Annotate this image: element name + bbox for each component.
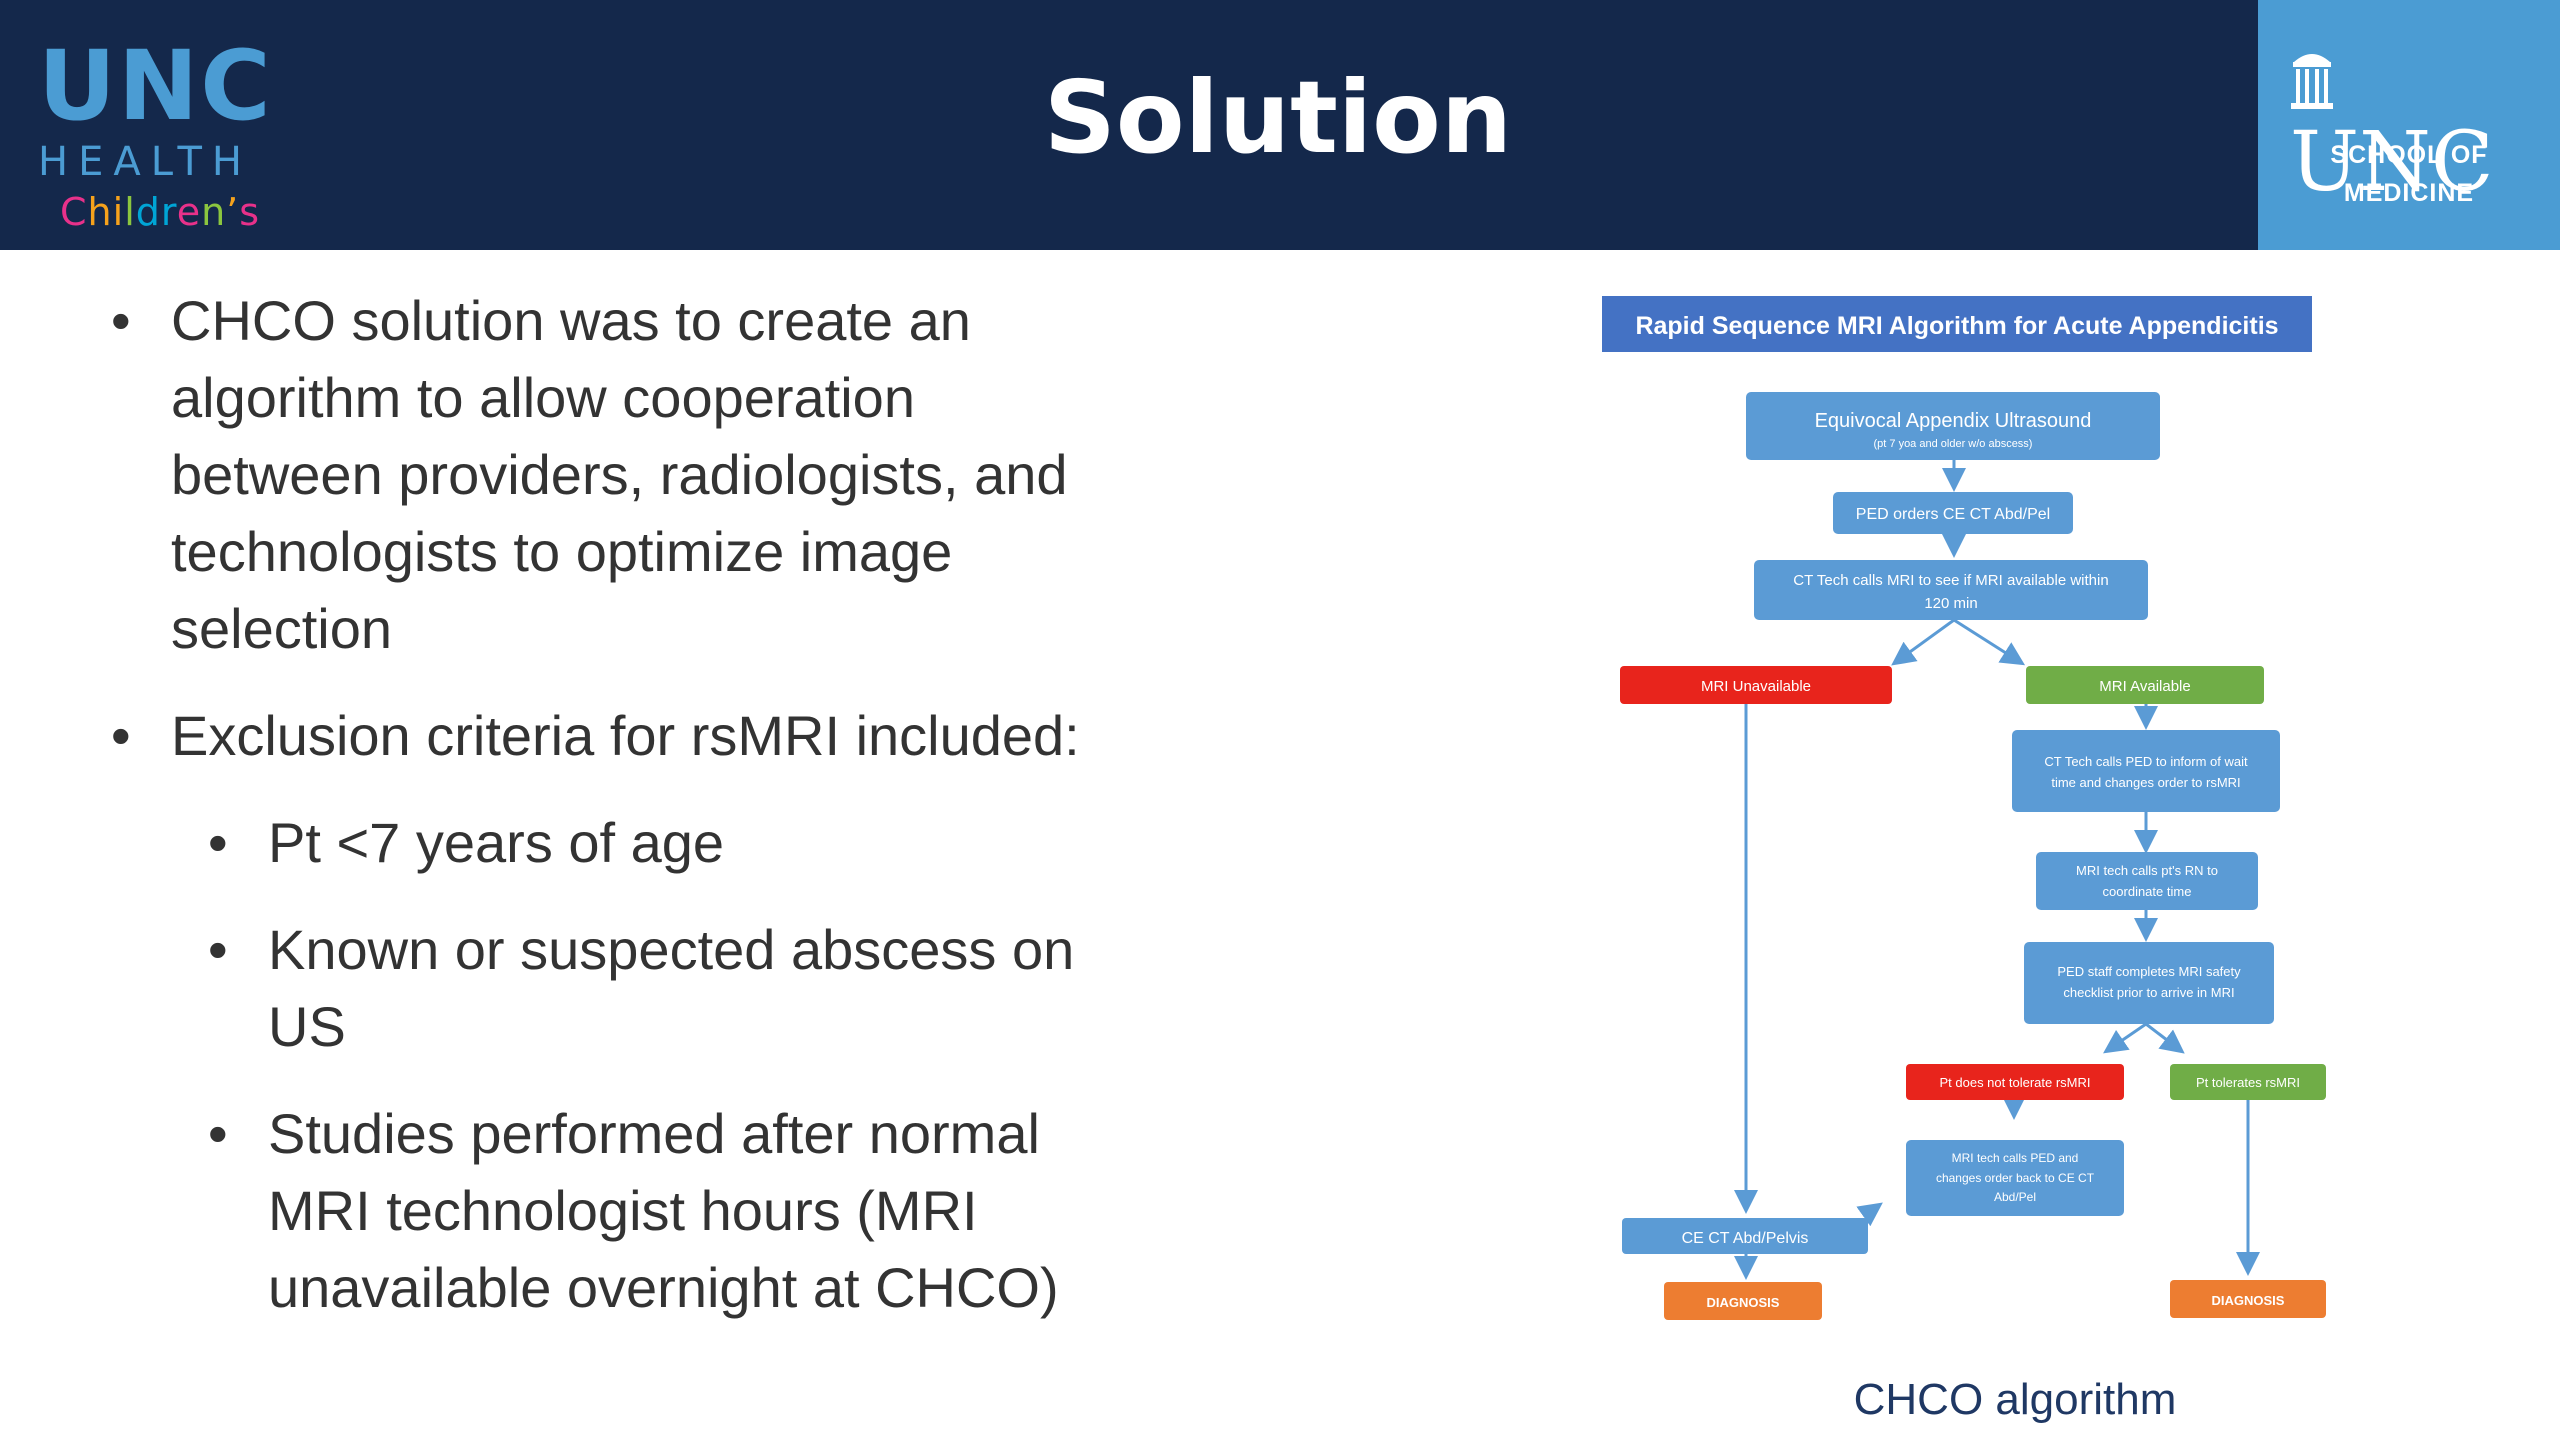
unc-health-childrens-logo: UNC HEALTH Children’s bbox=[38, 38, 278, 238]
sub-bullet-hours: Studies performed after normal MRI techn… bbox=[202, 1095, 1205, 1326]
unc-school-of-medicine-logo: UNC SCHOOL OF MEDICINE bbox=[2258, 0, 2560, 250]
node-equivocal-sublabel: (pt 7 yoa and older w/o abscess) bbox=[1874, 438, 2033, 450]
node-diagnosis-right-label: DIAGNOSIS bbox=[2212, 1293, 2285, 1308]
node-ped-orders-label: PED orders CE CT Abd/Pel bbox=[1856, 506, 2050, 523]
node-diagnosis-left bbox=[1664, 1282, 1822, 1320]
node-equivocal-ultrasound bbox=[1746, 392, 2160, 460]
node-mri-calls-rn-label-2: coordinate time bbox=[2103, 884, 2192, 899]
node-ct-calls-ped-label-2: time and changes order to rsMRI bbox=[2051, 775, 2240, 790]
node-ped-staff-checklist bbox=[2024, 942, 2274, 1024]
logo-unc-text: UNC bbox=[38, 30, 273, 142]
logo-letter: n bbox=[201, 190, 227, 234]
node-tolerates-label: Pt tolerates rsMRI bbox=[2196, 1075, 2300, 1090]
node-ped-staff-label-1: PED staff completes MRI safety bbox=[2057, 964, 2241, 979]
logo-letter: s bbox=[239, 190, 261, 234]
node-ped-staff-label-2: checklist prior to arrive in MRI bbox=[2063, 985, 2234, 1000]
bullet-exclusion-criteria: Exclusion criteria for rsMRI included: bbox=[105, 697, 1205, 774]
node-ct-tech-calls-ped bbox=[2012, 730, 2280, 812]
logo-wordmark: UNC bbox=[2290, 28, 2540, 208]
node-mri-unavailable bbox=[1620, 666, 1892, 704]
node-ct-tech-label-2: 120 min bbox=[1924, 595, 1977, 612]
logo-letter: e bbox=[176, 190, 202, 234]
node-not-tolerate bbox=[1906, 1064, 2124, 1100]
logo-letter: l bbox=[124, 190, 136, 234]
figure-caption: CHCO algorithm bbox=[1853, 1375, 2177, 1424]
node-ce-ct-abd-pelvis bbox=[1622, 1218, 1868, 1254]
node-ct-calls-ped-label-1: CT Tech calls PED to inform of wait bbox=[2044, 754, 2248, 769]
node-ct-tech-label-1: CT Tech calls MRI to see if MRI availabl… bbox=[1793, 572, 2108, 589]
logo-letter: r bbox=[160, 190, 177, 234]
node-mri-calls-ped-label-1: MRI tech calls PED and bbox=[1952, 1151, 2079, 1165]
node-mri-tech-calls-ped bbox=[1906, 1140, 2124, 1216]
node-ct-tech-calls-mri bbox=[1754, 560, 2148, 620]
logo-letter: i bbox=[112, 190, 125, 234]
node-mri-calls-rn-label-1: MRI tech calls pt's RN to bbox=[2076, 863, 2218, 878]
node-diagnosis-right bbox=[2170, 1280, 2326, 1318]
node-mri-calls-ped-label-2: changes order back to CE CT bbox=[1936, 1171, 2095, 1185]
flowchart-arrows bbox=[1734, 460, 2260, 1280]
node-equivocal-label: Equivocal Appendix Ultrasound bbox=[1815, 410, 2092, 432]
logo-childrens-text: Children’s bbox=[38, 190, 278, 234]
logo-school-text: SCHOOL OF MEDICINE bbox=[2330, 141, 2488, 207]
node-mri-available bbox=[2026, 666, 2264, 704]
node-ped-orders-ct bbox=[1833, 492, 2073, 534]
node-ce-ct-label: CE CT Abd/Pelvis bbox=[1682, 1230, 1809, 1247]
node-mri-calls-ped-label-3: Abd/Pel bbox=[1994, 1190, 2036, 1204]
node-not-tolerate-label: Pt does not tolerate rsMRI bbox=[1939, 1075, 2090, 1090]
slide-title: Solution bbox=[1043, 59, 1513, 176]
node-diagnosis-left-label: DIAGNOSIS bbox=[1707, 1295, 1780, 1310]
flowchart-title: Rapid Sequence MRI Algorithm for Acute A… bbox=[1635, 312, 2278, 340]
old-well-icon bbox=[2291, 53, 2333, 109]
node-tolerates bbox=[2170, 1064, 2326, 1100]
logo-letter: C bbox=[60, 190, 88, 234]
logo-wordmark-text: UNC bbox=[2290, 115, 2494, 210]
bullet-list: CHCO solution was to create an algorithm… bbox=[105, 282, 1205, 1356]
logo-health-text: HEALTH bbox=[38, 139, 253, 185]
sub-bullet-abscess: Known or suspected abscess on US bbox=[202, 911, 1205, 1065]
node-mri-tech-calls-rn bbox=[2036, 852, 2258, 910]
node-mri-available-label: MRI Available bbox=[2099, 678, 2190, 695]
logo-letter: h bbox=[87, 190, 113, 234]
bullet-solution: CHCO solution was to create an algorithm… bbox=[105, 282, 1205, 667]
flowchart-title-box bbox=[1602, 296, 2312, 352]
header-bar bbox=[0, 0, 2258, 250]
logo-letter: d bbox=[135, 190, 161, 234]
node-mri-unavailable-label: MRI Unavailable bbox=[1701, 678, 1811, 695]
logo-letter: ’ bbox=[226, 190, 240, 234]
sub-bullet-age: Pt <7 years of age bbox=[202, 804, 1205, 881]
mri-algorithm-flowchart: Rapid Sequence MRI Algorithm for Acute A… bbox=[1602, 296, 2326, 1320]
